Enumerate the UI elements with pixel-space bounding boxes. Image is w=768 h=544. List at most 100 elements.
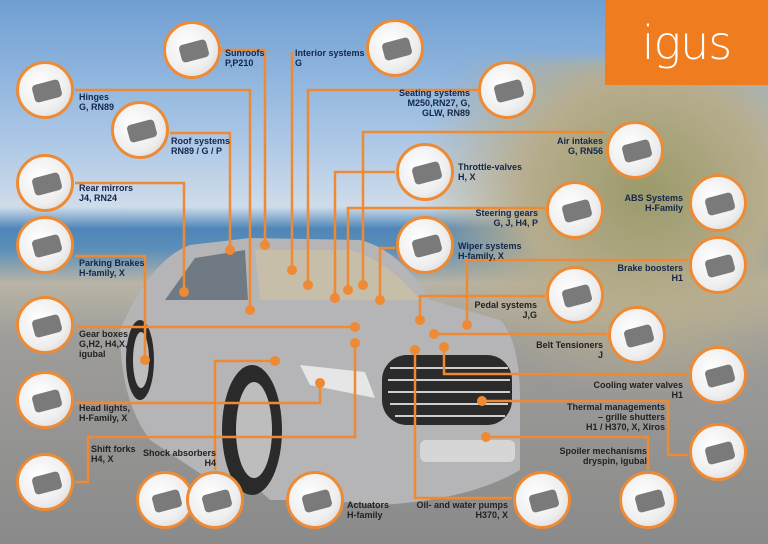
callout-codes: H-family, X	[458, 251, 504, 261]
shift-part-image	[16, 453, 74, 511]
air-part-image	[606, 121, 664, 179]
callout-title: ABS Systems	[624, 193, 683, 203]
cooling-marker-dot	[439, 342, 449, 352]
callout-codes: H-family	[347, 510, 383, 520]
callout-title: Hinges	[79, 92, 110, 102]
pedal-part-image	[546, 266, 604, 324]
spoiler-part-image	[619, 471, 677, 529]
air-leader-line	[361, 130, 605, 285]
mirrors-leader-line	[75, 181, 186, 292]
part-icon	[411, 160, 443, 186]
throttle-leader-line	[333, 170, 395, 298]
sunroofs-leader-line	[220, 48, 267, 245]
callout-codes-2: igubal	[79, 349, 106, 359]
thermal-leader-line	[482, 399, 688, 457]
sunroofs-part-image	[163, 21, 221, 79]
mirrors-part-image	[16, 154, 74, 212]
callout-codes: M250,RN27, G,	[407, 98, 470, 108]
part-icon	[381, 36, 413, 62]
head-part-image	[16, 371, 74, 429]
pumps-leader-line	[413, 350, 512, 500]
callout-title: Brake boosters	[617, 263, 683, 273]
part-icon	[151, 488, 183, 514]
callout-codes: H-family, X	[79, 268, 125, 278]
part-icon	[704, 363, 736, 389]
gear-marker-dot	[350, 322, 360, 332]
callout-title: Wiper systems	[458, 241, 522, 251]
belt-part-image	[608, 306, 666, 364]
callout-codes: H-Family	[644, 203, 683, 213]
thermal-part-image	[689, 423, 747, 481]
part-icon	[634, 488, 666, 514]
part-icon	[493, 78, 525, 104]
part-icon	[31, 78, 63, 104]
head-label: Head lights,H-Family, X	[79, 403, 130, 423]
callout-title: Actuators	[347, 500, 390, 510]
igus-logo: igus	[605, 0, 768, 85]
callout-codes: H1	[671, 273, 683, 283]
callout-codes: H1	[671, 390, 683, 400]
callout-title: Head lights,	[79, 403, 131, 413]
pedal-leader-line	[418, 294, 545, 320]
parking-marker-dot	[140, 355, 150, 365]
callout-codes: H, X	[458, 172, 476, 182]
seating-part-image	[478, 61, 536, 119]
shock-marker-dot	[270, 356, 280, 366]
wiper-part-image	[396, 216, 454, 274]
callout-title: Air intakes	[556, 136, 603, 146]
gear-part-image	[16, 296, 74, 354]
part-icon	[704, 253, 736, 279]
part-icon	[561, 283, 593, 309]
callout-codes: G, RN56	[567, 146, 603, 156]
belt-marker-dot	[429, 329, 439, 339]
roof-leader-line	[170, 131, 232, 250]
callout-codes: G,H2, H4,X,	[79, 339, 128, 349]
callout-codes: J	[597, 350, 603, 360]
hinges-part-image	[16, 61, 74, 119]
part-icon	[411, 233, 443, 259]
part-icon	[561, 198, 593, 224]
part-icon	[31, 470, 63, 496]
head-leader-line	[75, 383, 322, 405]
air-marker-dot	[358, 280, 368, 290]
roof-marker-dot	[225, 245, 235, 255]
steering-leader-line	[346, 206, 545, 290]
shift-leader-line	[75, 343, 357, 484]
seating-marker-dot	[303, 280, 313, 290]
pedal-marker-dot	[415, 315, 425, 325]
throttle-marker-dot	[330, 293, 340, 303]
callout-codes: H4, X	[91, 454, 114, 464]
callout-title: Steering gears	[475, 208, 538, 218]
callout-codes: J,G	[522, 310, 537, 320]
callout-codes: G, RN89	[79, 102, 115, 112]
part-icon	[623, 323, 655, 349]
sunroofs-marker-dot	[260, 240, 270, 250]
callout-codes: H-Family, X	[79, 413, 128, 423]
spoiler-marker-dot	[481, 432, 491, 442]
part-icon	[528, 488, 560, 514]
part-icon	[301, 488, 333, 514]
shock-leader-line	[213, 359, 275, 470]
brake-part-image	[689, 236, 747, 294]
callout-codes: G, J, H4, P	[493, 218, 538, 228]
hinges-marker-dot	[245, 305, 255, 315]
shock-part-image	[186, 471, 244, 529]
part-icon	[31, 233, 63, 259]
callout-codes: H370, X	[475, 510, 508, 520]
mirrors-marker-dot	[179, 287, 189, 297]
